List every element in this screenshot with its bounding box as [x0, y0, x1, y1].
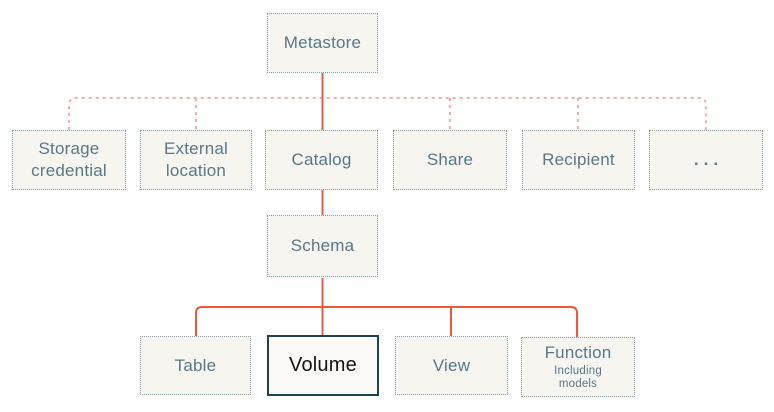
node-ellipsis-label: ... [693, 150, 724, 170]
node-view: View [395, 336, 508, 395]
node-metastore-label: Metastore [283, 33, 362, 53]
node-external-location: External location [140, 130, 252, 190]
solid-bottom-bus-line [195, 306, 578, 337]
node-schema-label: Schema [290, 236, 355, 256]
node-share-label: Share [426, 150, 474, 170]
node-recipient: Recipient [522, 130, 635, 190]
node-function-label: Function [544, 343, 612, 363]
dashed-connector-group [68, 97, 707, 130]
node-metastore: Metastore [267, 13, 378, 73]
node-table: Table [140, 336, 251, 395]
node-catalog: Catalog [265, 130, 378, 190]
dashed-bus-line [68, 97, 707, 130]
node-volume-highlighted: Volume [267, 335, 379, 396]
node-function-sublabel: Including models [554, 365, 602, 391]
node-share: Share [393, 130, 507, 190]
node-table-label: Table [174, 355, 217, 375]
node-ellipsis: ... [649, 130, 763, 190]
node-view-label: View [432, 355, 471, 375]
node-function: Function Including models [521, 337, 635, 397]
node-recipient-label: Recipient [542, 150, 615, 170]
node-schema: Schema [267, 215, 378, 277]
node-catalog-label: Catalog [291, 150, 352, 170]
node-external-location-label: External location [164, 139, 228, 180]
node-storage-credential: Storage credential [12, 130, 126, 190]
node-storage-credential-label: Storage credential [31, 139, 107, 180]
solid-connector-group [195, 73, 578, 337]
node-volume-label: Volume [289, 353, 357, 376]
